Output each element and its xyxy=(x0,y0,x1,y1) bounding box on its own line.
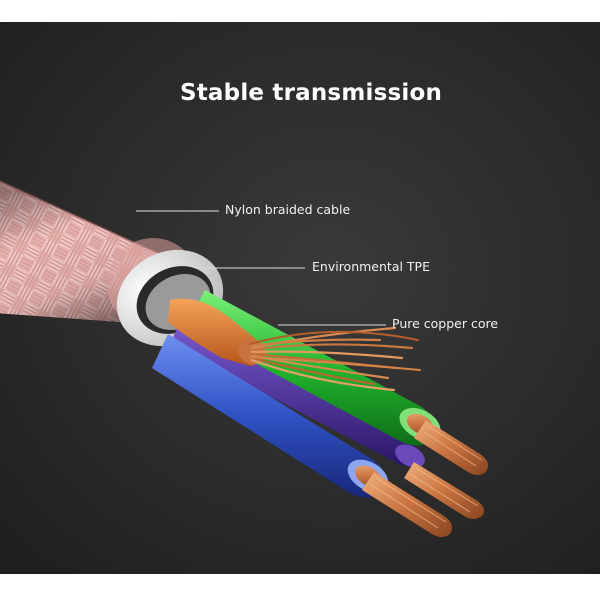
copper-tip-green xyxy=(414,420,488,475)
callout-environmental-tpe: Environmental TPE xyxy=(312,259,430,274)
copper-strands xyxy=(249,326,421,392)
callout-pure-copper-core: Pure copper core xyxy=(392,316,499,331)
copper-tip-purple xyxy=(404,462,484,519)
callout-nylon-braided-cable: Nylon braided cable xyxy=(225,202,351,217)
product-panel: Stable transmission Nylon braided cable … xyxy=(0,22,600,574)
page-title: Stable transmission xyxy=(179,80,443,106)
cable-illustration xyxy=(0,22,600,574)
callout-lines xyxy=(136,210,386,326)
copper-tip-blue xyxy=(362,472,452,537)
